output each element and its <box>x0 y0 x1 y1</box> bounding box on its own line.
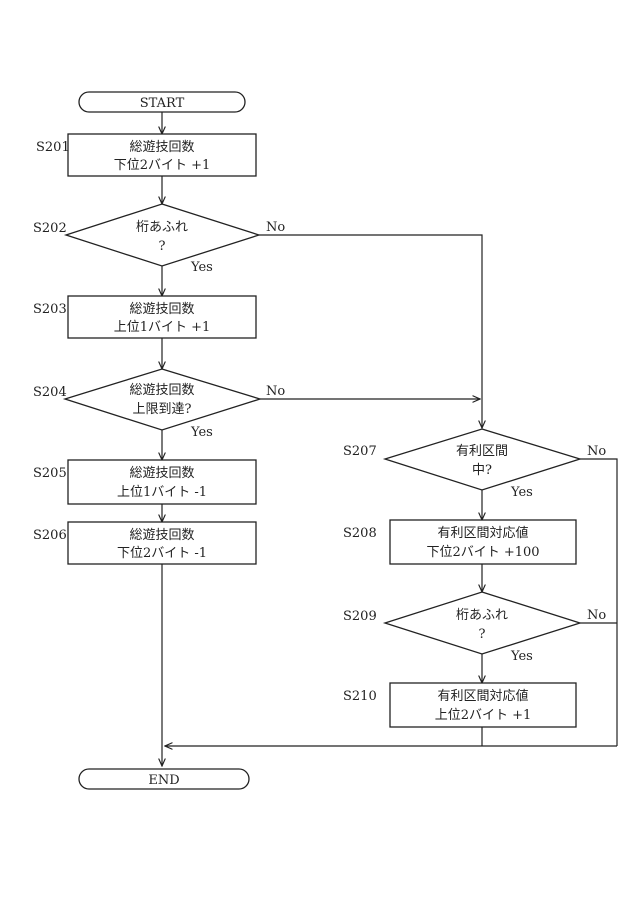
step-line2: 下位2バイト -1 <box>117 546 207 561</box>
yes-label: Yes <box>510 485 533 500</box>
connectors <box>162 112 617 766</box>
start-label: START <box>140 96 185 111</box>
step-s206: S206 総遊技回数 下位2バイト -1 <box>33 522 256 564</box>
step-id: S207 <box>343 444 377 459</box>
step-s210: S210 有利区間対応値 上位2バイト +1 <box>343 683 576 727</box>
step-id: S205 <box>33 466 67 481</box>
step-line2: 上位2バイト +1 <box>435 708 532 723</box>
yes-label: Yes <box>190 425 213 440</box>
no-label: No <box>266 220 285 235</box>
decision-s204: S204 総遊技回数 上限到達? Yes No <box>33 369 285 440</box>
yes-label: Yes <box>510 649 533 664</box>
line-s207-no <box>580 459 617 746</box>
decision-line1: 桁あふれ <box>136 220 188 235</box>
decision-line2: 上限到達? <box>133 402 192 417</box>
no-label: No <box>266 384 285 399</box>
step-s208: S208 有利区間対応値 下位2バイト +100 <box>343 520 576 564</box>
step-id: S202 <box>33 221 67 236</box>
no-label: No <box>587 444 606 459</box>
decision-line2: ? <box>479 627 486 642</box>
step-line2: 下位2バイト +1 <box>114 158 211 173</box>
decision-line1: 桁あふれ <box>456 608 508 623</box>
step-line1: 総遊技回数 <box>129 466 194 481</box>
step-id: S201 <box>36 140 70 155</box>
step-id: S204 <box>33 385 67 400</box>
step-line1: 総遊技回数 <box>129 302 194 317</box>
start-terminal: START <box>79 92 245 112</box>
step-id: S210 <box>343 689 377 704</box>
step-line1: 総遊技回数 <box>129 528 194 543</box>
decision-s209: S209 桁あふれ ? Yes No <box>343 592 606 664</box>
decision-line2: ? <box>159 239 166 254</box>
step-line1: 有利区間対応値 <box>437 688 528 704</box>
step-line1: 有利区間対応値 <box>437 525 528 541</box>
end-label: END <box>148 773 179 788</box>
step-s205: S205 総遊技回数 上位1バイト -1 <box>33 460 256 504</box>
step-id: S206 <box>33 528 67 543</box>
step-line2: 下位2バイト +100 <box>426 545 539 560</box>
decision-s207: S207 有利区間 中? Yes No <box>343 429 606 500</box>
step-s203: S203 総遊技回数 上位1バイト +1 <box>33 296 256 338</box>
step-line1: 総遊技回数 <box>129 140 194 155</box>
decision-s202: S202 桁あふれ ? Yes No <box>33 204 285 275</box>
decision-line2: 中? <box>472 463 492 478</box>
step-line2: 上位1バイト -1 <box>117 485 207 500</box>
step-s201: S201 総遊技回数 下位2バイト +1 <box>36 134 256 176</box>
decision-line1: 有利区間 <box>456 444 508 459</box>
step-id: S209 <box>343 609 377 624</box>
yes-label: Yes <box>190 260 213 275</box>
step-id: S208 <box>343 526 377 541</box>
end-terminal: END <box>79 769 249 789</box>
decision-line1: 総遊技回数 <box>129 383 194 398</box>
no-label: No <box>587 608 606 623</box>
step-line2: 上位1バイト +1 <box>114 320 211 335</box>
step-id: S203 <box>33 302 67 317</box>
